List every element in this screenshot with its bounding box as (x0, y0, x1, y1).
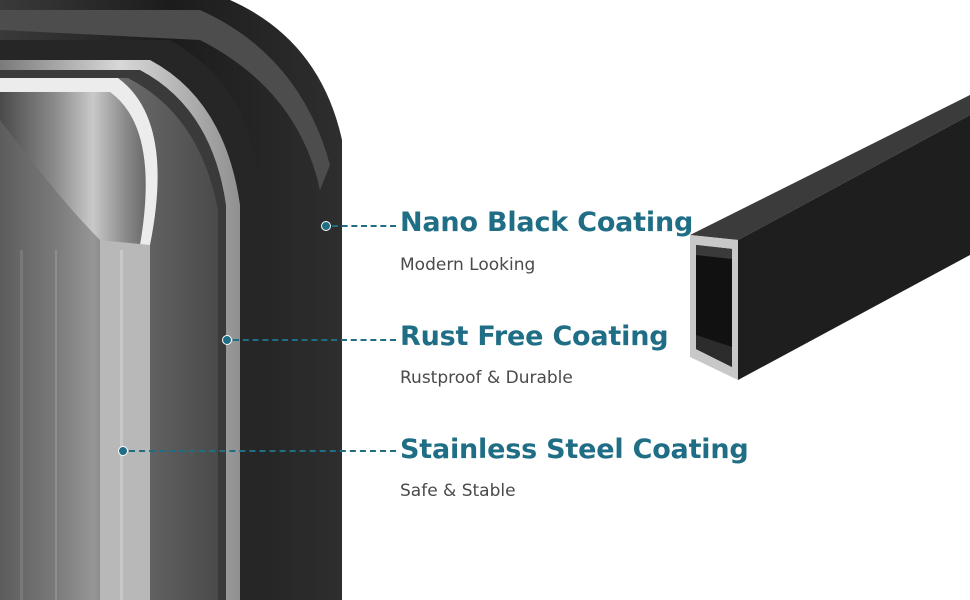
leader-line (129, 450, 396, 452)
leader-line (233, 339, 396, 341)
coating-layers-icon (0, 0, 360, 600)
leader-dot (321, 221, 331, 231)
leader-dot (118, 446, 128, 456)
feature-subtitle: Safe & Stable (400, 481, 516, 501)
feature-subtitle: Rustproof & Durable (400, 368, 573, 388)
black-tube-icon (680, 95, 970, 395)
leader-dot (222, 335, 232, 345)
feature-title: Stainless Steel Coating (400, 434, 748, 465)
feature-subtitle: Modern Looking (400, 255, 535, 275)
leader-line (332, 225, 396, 227)
feature-title: Rust Free Coating (400, 321, 668, 352)
feature-title: Nano Black Coating (400, 207, 693, 238)
